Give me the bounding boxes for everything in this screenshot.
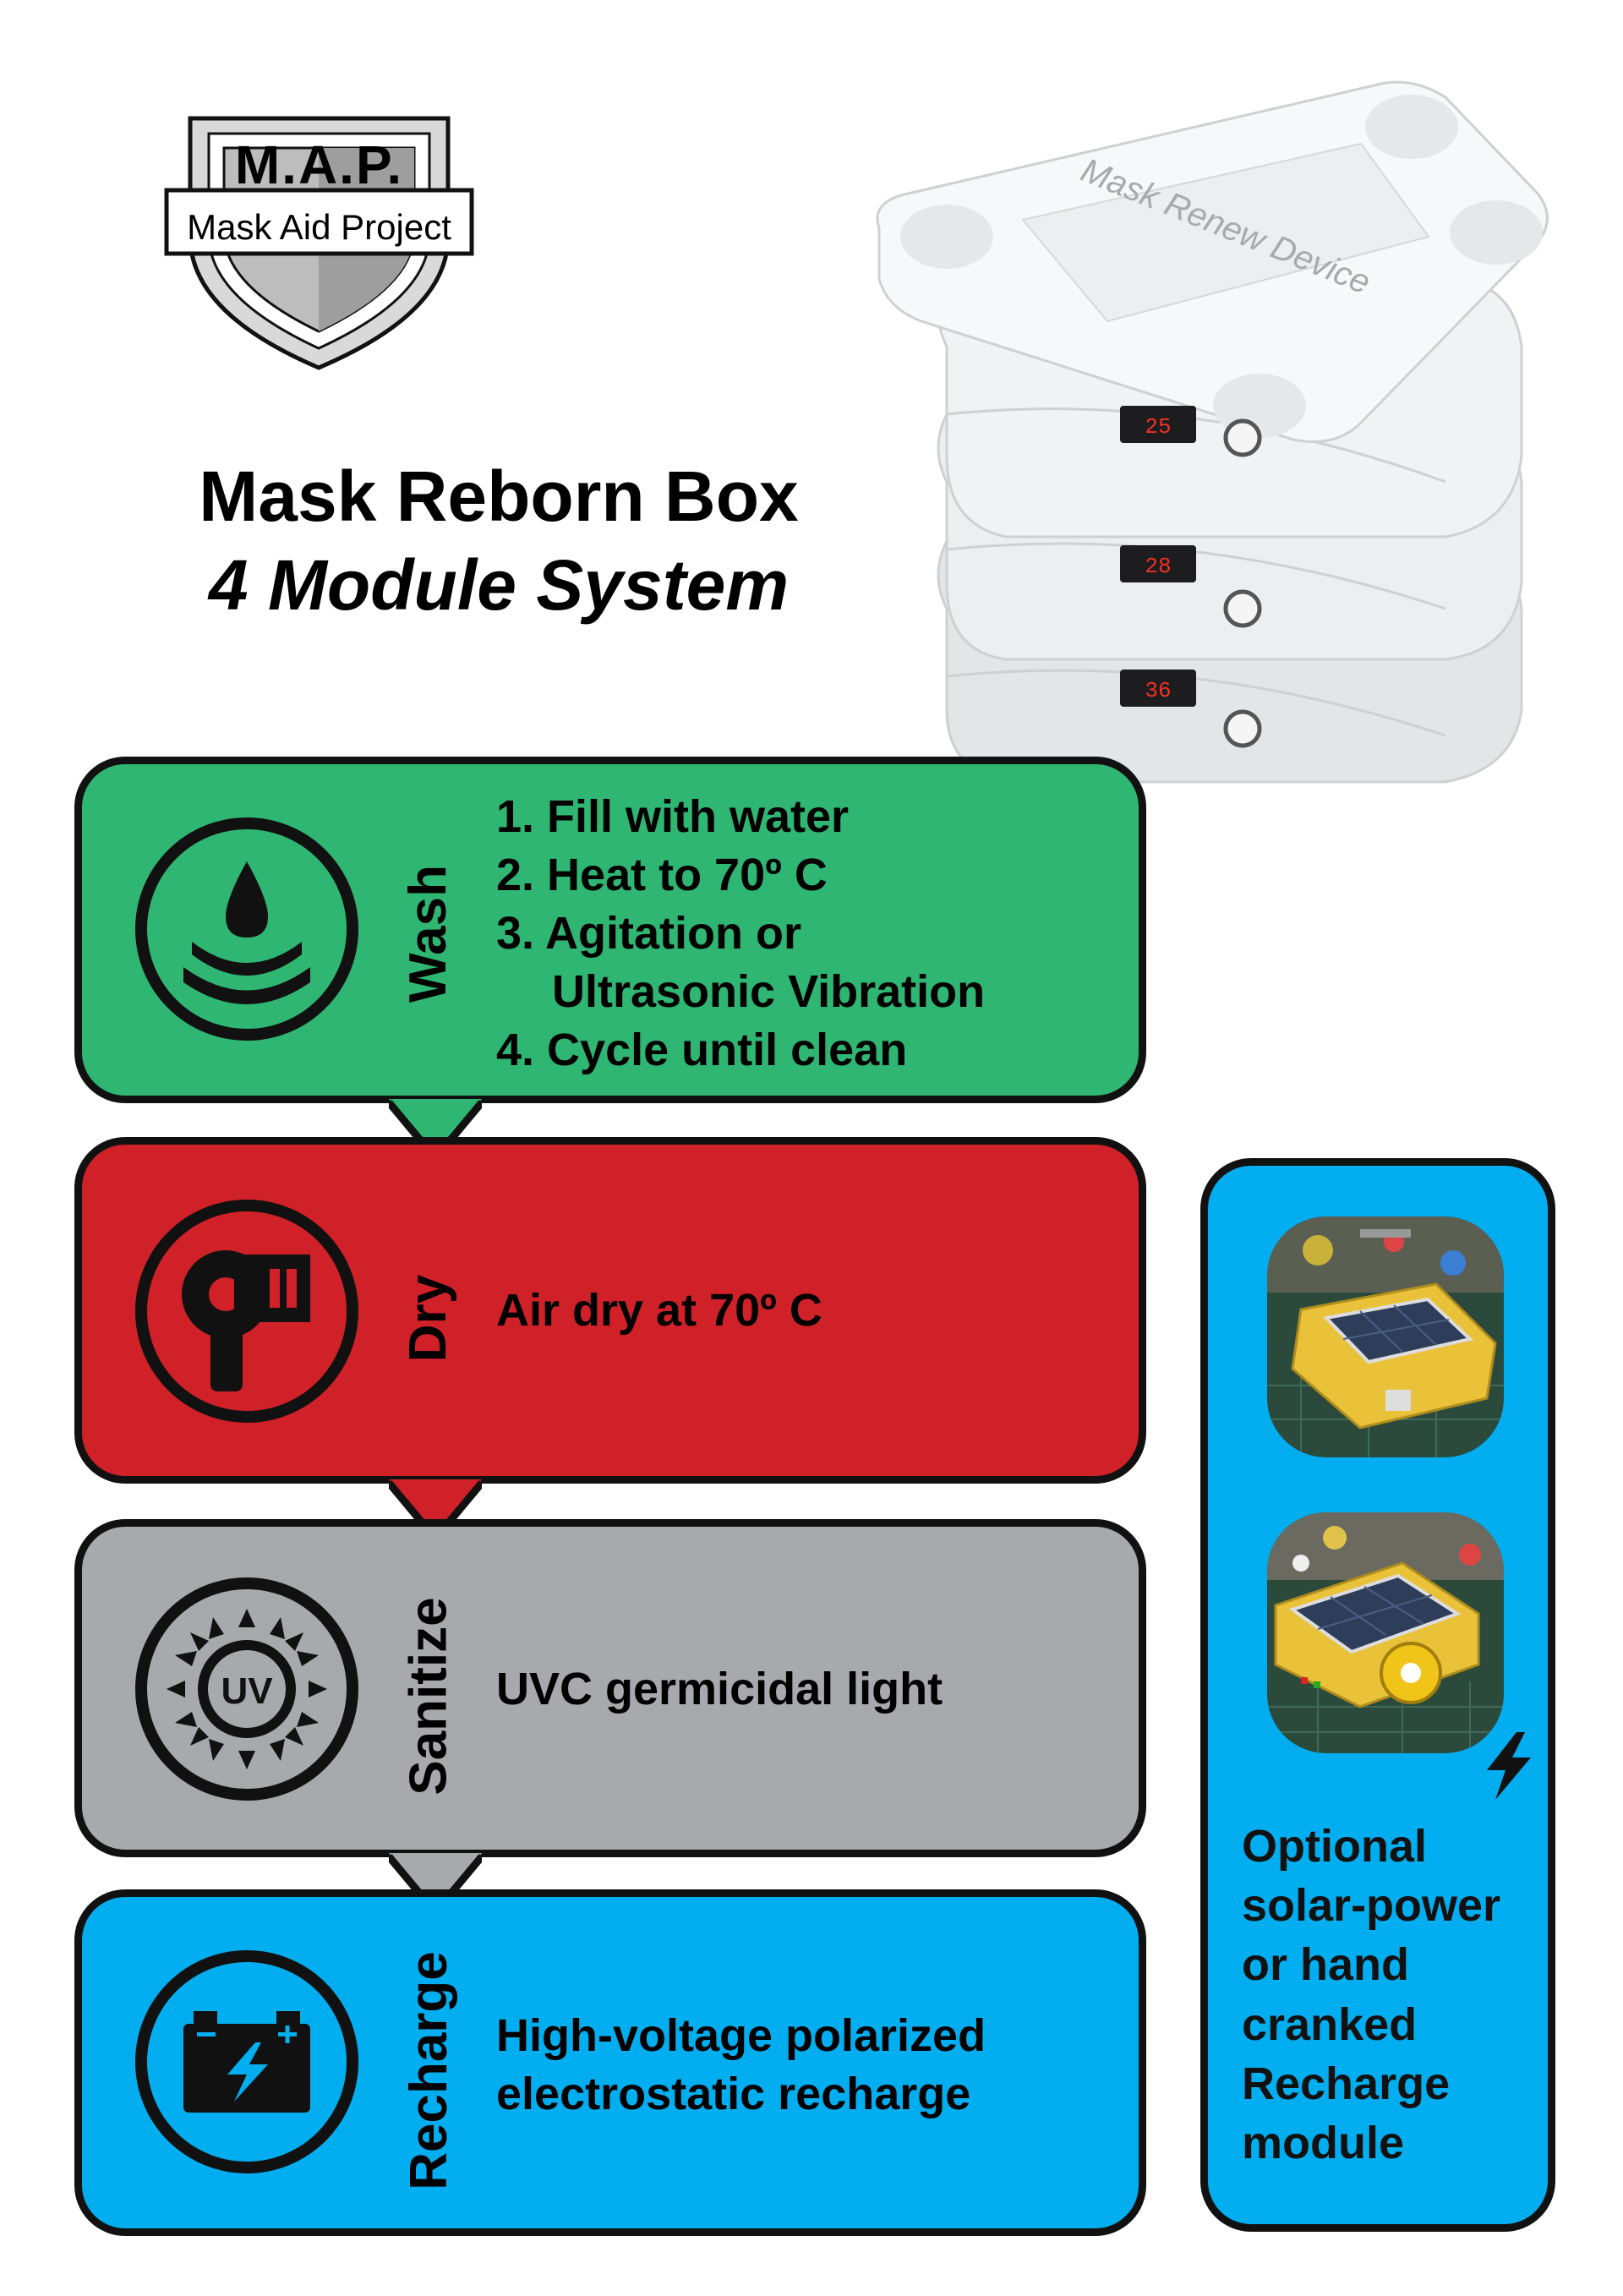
side-line-6: module [1242,2117,1405,2168]
solar-module-photo-1 [1267,1216,1504,1457]
wash-steps: 1. Fill with water 2. Heat to 70º C 3. A… [496,788,985,1080]
sanitize-label: Sanitize [399,1596,458,1796]
page-title: Mask Reborn Box 4 Module System [127,452,871,630]
recharge-text: High-voltage polarized electrostatic rec… [496,2007,986,2124]
battery-icon [135,1950,358,2173]
dry-label: Dry [399,1274,458,1362]
display-top: 25 [1145,414,1171,440]
display-middle: 28 [1145,554,1171,579]
side-line-4: cranked [1242,1998,1418,2050]
side-line-1: Optional [1242,1821,1427,1872]
wash-module-card: Wash 1. Fill with water 2. Heat to 70º C… [74,757,1146,1103]
logo-name: Mask Aid Project [187,207,451,247]
shield-icon [164,116,474,370]
side-line-2: solar-power [1242,1880,1501,1932]
recharge-text-line-2: electrostatic recharge [496,2069,971,2120]
hair-dryer-icon [135,1200,358,1423]
display-bottom: 36 [1145,678,1171,703]
wash-step-4: 4. Cycle until clean [496,1025,908,1076]
side-line-3: or hand [1242,1939,1409,1991]
wash-step-2: 2. Heat to 70º C [496,850,828,901]
wash-step-3: 3. Agitation or [496,908,801,959]
uv-sun-icon: UV [135,1577,358,1801]
logo-abbrev: M.A.P. [234,134,404,195]
wash-step-1: 1. Fill with water [496,791,850,842]
recharge-module-card: Recharge High-voltage polarized electros… [74,1889,1146,2236]
recharge-label: Recharge [399,1950,458,2190]
sanitize-text: UVC germicidal light [496,1664,943,1714]
title-sub: 4 Module System [208,545,790,625]
lightning-bolt-icon [1487,1732,1531,1800]
map-logo: M.A.P. Mask Aid Project [156,101,482,372]
wash-step-3-cont: Ultrasonic Vibration [552,966,986,1018]
device-illustration: Mask Renew Device 25 28 36 [854,68,1581,828]
dry-text: Air dry at 70º C [496,1285,822,1336]
solar-module-photo-2 [1267,1512,1504,1753]
wash-label: Wash [399,864,458,1003]
optional-recharge-text: Optional solar-power or hand cranked Rec… [1242,1817,1500,2173]
sanitize-module-card: UV Sanitize UVC germicidal light [74,1519,1146,1857]
optional-recharge-panel: Optional solar-power or hand cranked Rec… [1200,1158,1555,2232]
dry-module-card: Dry Air dry at 70º C [74,1137,1146,1484]
water-drop-icon [135,817,358,1041]
title-main: Mask Reborn Box [199,456,799,536]
uv-icon-text: UV [221,1670,273,1712]
side-line-5: Recharge [1242,2058,1451,2109]
recharge-text-line-1: High-voltage polarized [496,2010,986,2061]
